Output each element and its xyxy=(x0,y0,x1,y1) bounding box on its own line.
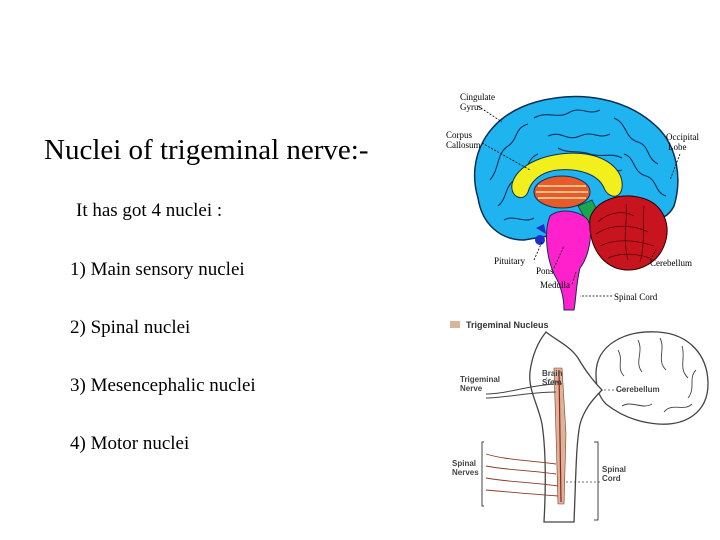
label-cerebellum: Cerebellum xyxy=(616,385,660,394)
spinal-nerve-fibers xyxy=(485,453,559,497)
brainstem-cord-outline xyxy=(529,331,603,523)
label-spinal-cord-2: Cord xyxy=(602,474,621,483)
nucleus-item-motor: 4) Motor nuclei xyxy=(70,433,190,454)
legend-swatch xyxy=(450,321,460,328)
label-connectors xyxy=(545,377,628,483)
label-pituitary: Pituitary xyxy=(494,256,525,266)
label-occipital-lobe-2: Lobe xyxy=(668,142,687,152)
cerebellum-folds xyxy=(617,337,697,413)
label-pons: Pons xyxy=(536,266,554,276)
spinal-cord-bracket xyxy=(594,441,599,521)
label-medulla: Medulla xyxy=(540,280,570,290)
label-cingulate-gyrus-1: Cingulate xyxy=(460,92,495,102)
label-spinal-nerves-2: Nerves xyxy=(452,468,479,477)
intro-text: It has got 4 nuclei : xyxy=(76,200,223,221)
nucleus-item-mesencephalic: 3) Mesencephalic nuclei xyxy=(70,375,256,396)
label-spinal-cord: Spinal Cord xyxy=(614,292,658,302)
label-cingulate-gyrus-2: Gyrus xyxy=(460,102,482,112)
corpus-callosum xyxy=(511,152,623,199)
brainstem xyxy=(546,210,591,311)
label-trigeminal-nerve-1: Trigeminal xyxy=(460,375,500,384)
brain-sagittal-diagram: Cingulate Gyrus Corpus Callosum Occipita… xyxy=(446,92,699,311)
legend-label: Trigeminal Nucleus xyxy=(466,320,549,330)
cerebellum-outline xyxy=(595,331,709,425)
label-corpus-callosum-2: Callosum xyxy=(446,140,481,150)
label-cerebellum: Cerebellum xyxy=(650,258,692,268)
nucleus-item-spinal: 2) Spinal nuclei xyxy=(70,317,191,338)
trigeminal-nerve-fibers xyxy=(485,383,557,399)
thalamus-stripes xyxy=(536,185,588,199)
label-brain-stem-2: Stem xyxy=(542,378,562,387)
slide-title: Nuclei of trigeminal nerve:- xyxy=(44,134,369,166)
label-corpus-callosum-1: Corpus xyxy=(446,130,473,140)
trigeminal-nucleus-diagram: Trigeminal Nucleus Brain Stem Trige xyxy=(450,320,709,523)
label-spinal-nerves-1: Spinal xyxy=(452,459,476,468)
label-brain-stem-1: Brain xyxy=(542,369,563,378)
label-spinal-cord-1: Spinal xyxy=(602,465,626,474)
label-trigeminal-nerve-2: Nerve xyxy=(460,384,483,393)
label-occipital-lobe-1: Occipital xyxy=(666,132,699,142)
cerebellum-folia xyxy=(595,203,655,263)
spinal-nerves-bracket xyxy=(481,441,484,507)
nucleus-item-main-sensory: 1) Main sensory nuclei xyxy=(70,259,245,280)
pituitary-gland xyxy=(535,235,545,245)
label-pointers xyxy=(477,105,681,297)
